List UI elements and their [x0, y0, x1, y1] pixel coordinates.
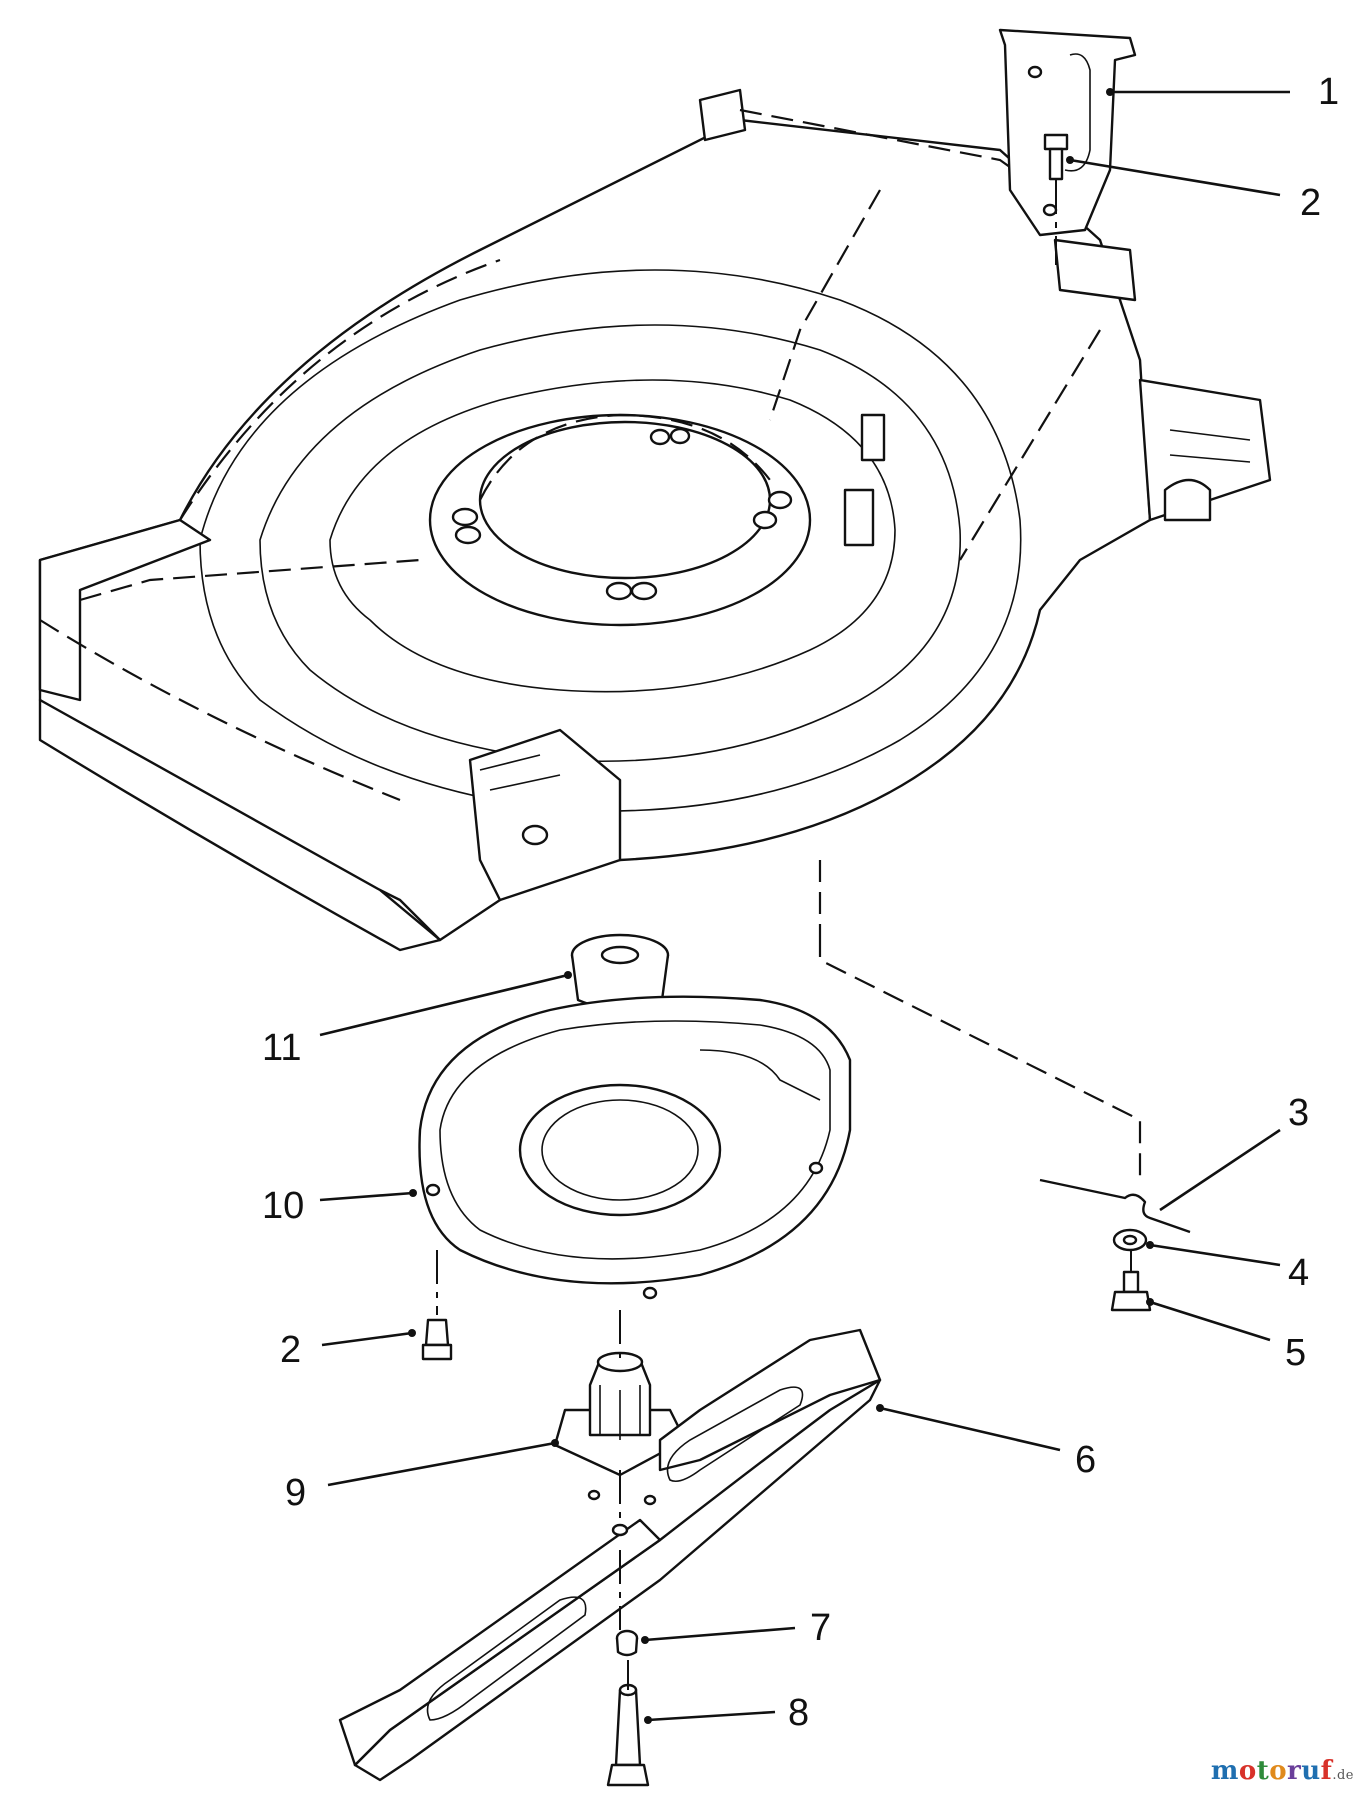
- callout-label-4: 4: [1288, 1252, 1309, 1294]
- callout-label-9: 9: [285, 1472, 306, 1514]
- leader-line-2-lower: [321, 1331, 413, 1347]
- callout-label-5: 5: [1285, 1332, 1306, 1374]
- callout-label-8: 8: [788, 1692, 809, 1734]
- watermark-logo: motoruf.de: [1210, 1756, 1354, 1786]
- leader-dot-4: [1146, 1241, 1154, 1249]
- part-5-bolt: [1110, 1250, 1152, 1312]
- leader-dot-2-lower: [408, 1329, 416, 1337]
- callout-label-11: 11: [262, 1027, 301, 1069]
- part-8-blade-bolt: [606, 1660, 650, 1787]
- callout-label-7: 7: [810, 1607, 831, 1649]
- leader-dot-2-upper: [1066, 156, 1074, 164]
- leader-line-6: [879, 1406, 1061, 1452]
- leader-dot-7: [641, 1636, 649, 1644]
- mower-deck-housing: [38, 88, 1272, 952]
- callout-label-10: 10: [262, 1185, 304, 1227]
- leader-dot-8: [644, 1716, 652, 1724]
- leader-dot-10: [409, 1189, 417, 1197]
- part-4-washer: [1112, 1228, 1148, 1252]
- leader-line-2-upper: [1069, 158, 1281, 197]
- leader-line-9: [327, 1441, 556, 1487]
- leader-dot-5: [1146, 1298, 1154, 1306]
- leader-line-8: [647, 1710, 776, 1722]
- part-7-lock-washer: [615, 1629, 639, 1657]
- leader-dot-9: [551, 1439, 559, 1447]
- callout-label-2-upper: 2: [1300, 182, 1321, 224]
- callout-label-6: 6: [1075, 1439, 1096, 1481]
- part-1-bracket: [998, 28, 1137, 237]
- leader-line-4: [1149, 1243, 1281, 1267]
- leader-dot-11: [564, 971, 572, 979]
- leader-line-7: [644, 1626, 796, 1642]
- part-3-clip: [818, 860, 1191, 1234]
- leader-line-3: [1159, 1128, 1281, 1212]
- leader-dot-6: [876, 1404, 884, 1412]
- leader-line-10: [319, 1191, 414, 1202]
- part-9-blade-adapter: [553, 1310, 687, 1477]
- leader-dot-1: [1106, 88, 1114, 96]
- callout-label-3: 3: [1288, 1092, 1309, 1134]
- part-2-bolt-lower: [421, 1318, 453, 1361]
- callout-label-2-lower: 2: [280, 1329, 301, 1371]
- leader-line-11: [319, 973, 569, 1037]
- part-6-blade: [338, 1328, 882, 1782]
- part-10-baffle: [418, 995, 852, 1315]
- leader-line-5: [1149, 1300, 1271, 1342]
- part-2-bolt-upper: [1043, 133, 1069, 265]
- callout-label-1: 1: [1318, 71, 1339, 113]
